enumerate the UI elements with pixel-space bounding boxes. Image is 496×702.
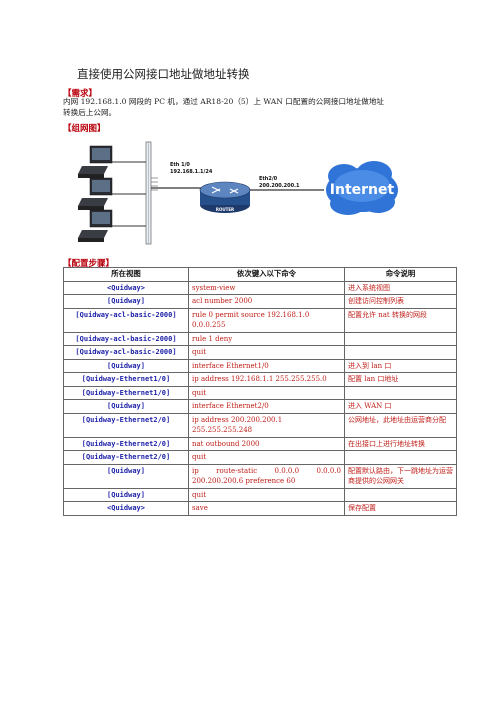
table-row: [Quidway] interface Ethernet2/0 进入 WAN 口	[63, 399, 457, 414]
table-row: [Quidway-Ethernet2/0] nat outbound 2000 …	[63, 436, 457, 451]
table-row: [Quidway] interface Ethernet1/0 进入到 lan …	[63, 358, 457, 373]
table-row: [Quidway-acl-basic-2000] rule 0 permit s…	[63, 307, 457, 333]
page-title: 直接使用公网接口地址做地址转换	[77, 67, 250, 81]
command-cell: system-view	[188, 280, 345, 295]
section-topology-heading: 【组网图】	[63, 124, 106, 134]
table-row: [Quidway-acl-basic-2000] rule 1 deny	[63, 331, 457, 346]
command-cell: acl number 2000	[188, 294, 345, 309]
view-cell: [Quidway-Ethernet1/0]	[63, 372, 189, 387]
description-cell: 进入到 lan 口	[344, 358, 457, 373]
table-row: [Quidway] ip route-static 0.0.0.0 0.0.0.…	[63, 463, 457, 489]
description-cell: 在出接口上进行地址转换	[344, 436, 457, 451]
description-cell: 配置默认路由，下一跳地址为运营商提供的公网网关	[344, 463, 457, 489]
view-cell: [Quidway]	[63, 294, 189, 309]
description-cell: 配置 lan 口地址	[344, 372, 457, 387]
command-cell: rule 1 deny	[188, 331, 345, 346]
table-row: [Quidway-Ethernet2/0] quit	[63, 450, 457, 465]
description-cell	[344, 345, 457, 360]
command-cell: rule 0 permit source 192.168.1.0 0.0.0.2…	[188, 307, 345, 333]
description-cell: 配置允许 nat 转换的网段	[344, 307, 457, 333]
column-header-command: 依次键入以下命令	[188, 267, 345, 282]
description-cell	[344, 385, 457, 400]
table-row: [Quidway] acl number 2000 创建访问控制列表	[63, 294, 457, 309]
column-header-view: 所在视图	[63, 267, 189, 282]
table-row: [Quidway-Ethernet2/0] ip address 200.200…	[63, 412, 457, 438]
command-cell: quit	[188, 450, 345, 465]
command-cell: nat outbound 2000	[188, 436, 345, 451]
view-cell: [Quidway]	[63, 487, 189, 502]
view-cell: [Quidway]	[63, 399, 189, 414]
table-row: [Quidway] quit	[63, 487, 457, 502]
eth2-ip-label: 200.200.200.1	[259, 183, 300, 189]
command-cell: save	[188, 501, 345, 516]
view-cell: [Quidway-Ethernet2/0]	[63, 450, 189, 465]
command-cell: quit	[188, 345, 345, 360]
description-cell: 进入系统视图	[344, 280, 457, 295]
view-cell: [Quidway-Ethernet1/0]	[63, 385, 189, 400]
view-cell: [Quidway]	[63, 463, 189, 489]
command-cell: ip address 200.200.200.1 255.255.255.248	[188, 412, 345, 438]
command-cell: quit	[188, 385, 345, 400]
section-steps-heading: 【配置步骤】	[63, 259, 115, 269]
description-cell	[344, 331, 457, 346]
command-line-1: ip route-static 0.0.0.0 0.0.0.0	[192, 466, 341, 475]
table-header-row: 所在视图 依次键入以下命令 命令说明	[63, 267, 457, 282]
view-cell: <Quidway>	[63, 501, 189, 516]
table-row: <Quidway> system-view 进入系统视图	[63, 280, 457, 295]
router-label: ROUTER	[216, 207, 234, 212]
pc-icon	[78, 145, 146, 178]
table-row: [Quidway-Ethernet1/0] quit	[63, 385, 457, 400]
eth1-label: Eth 1/0	[170, 162, 190, 168]
command-cell: interface Ethernet2/0	[188, 399, 345, 414]
requirement-line-1: 内网 192.168.1.0 网段的 PC 机，通过 AR18-20（5）上 W…	[63, 97, 385, 106]
internet-cloud-icon: Internet	[326, 161, 398, 215]
table-row: <Quidway> save 保存配置	[63, 501, 457, 516]
description-cell: 保存配置	[344, 501, 457, 516]
view-cell: [Quidway-acl-basic-2000]	[63, 331, 189, 346]
eth1-ip-label: 192.168.1.1/24	[170, 169, 213, 175]
column-header-description: 命令说明	[344, 267, 457, 282]
view-cell: [Quidway]	[63, 358, 189, 373]
pc-icon	[78, 209, 146, 242]
pc-icon	[78, 177, 146, 210]
view-cell: [Quidway-acl-basic-2000]	[63, 307, 189, 333]
config-steps-table: 所在视图 依次键入以下命令 命令说明 <Quidway> system-view…	[63, 267, 457, 516]
view-cell: <Quidway>	[63, 280, 189, 295]
view-cell: [Quidway-Ethernet2/0]	[63, 436, 189, 451]
description-cell	[344, 450, 457, 465]
description-cell: 进入 WAN 口	[344, 399, 457, 414]
requirement-paragraph: 内网 192.168.1.0 网段的 PC 机，通过 AR18-20（5）上 W…	[63, 97, 443, 118]
command-cell: ip address 192.168.1.1 255.255.255.0	[188, 372, 345, 387]
router-icon: ROUTER	[199, 181, 251, 213]
view-cell: [Quidway-Ethernet2/0]	[63, 412, 189, 438]
internet-label: Internet	[330, 182, 395, 198]
requirement-line-2: 转换后上公网。	[63, 107, 117, 117]
eth2-label: Eth2/0	[259, 176, 278, 182]
view-cell: [Quidway-acl-basic-2000]	[63, 345, 189, 360]
description-cell	[344, 487, 457, 502]
command-cell: ip route-static 0.0.0.0 0.0.0.0 200.200.…	[188, 463, 345, 489]
description-cell: 公网地址，此地址由运营商分配	[344, 412, 457, 438]
command-line-2: 200.200.200.6 preference 60	[192, 477, 296, 485]
network-topology-diagram: Eth 1/0 192.168.1.1/24 ROUTER Eth2/0 200…	[78, 141, 398, 245]
command-cell: interface Ethernet1/0	[188, 358, 345, 373]
table-row: [Quidway-acl-basic-2000] quit	[63, 345, 457, 360]
command-cell: quit	[188, 487, 345, 502]
section-requirement-heading: 【需求】	[63, 89, 98, 99]
description-cell: 创建访问控制列表	[344, 294, 457, 309]
table-row: [Quidway-Ethernet1/0] ip address 192.168…	[63, 372, 457, 387]
